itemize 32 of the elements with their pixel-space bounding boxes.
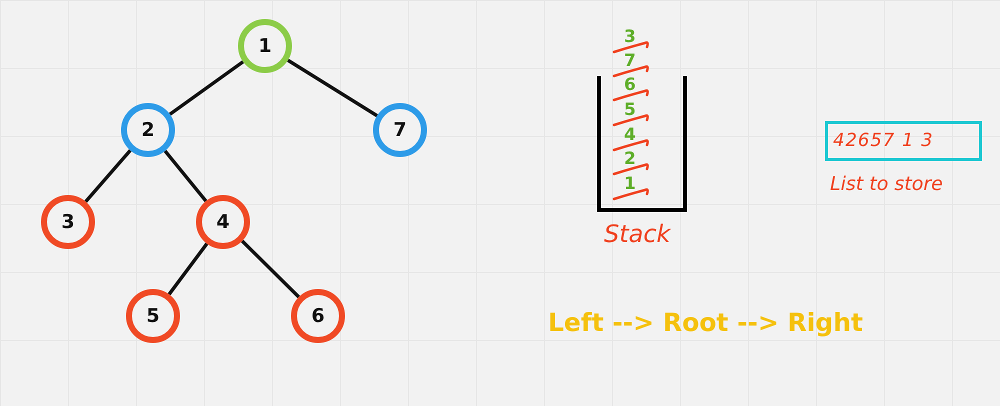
tree-node-circle [41,195,95,249]
node-number: 2 [141,119,155,141]
node-number: 4 [216,211,230,233]
stack-item: 1 [624,174,636,194]
stack-item: 4 [624,125,636,145]
tree-edge [168,242,208,296]
tree-edge [240,240,300,298]
tree-node-circle [238,19,292,73]
tree-node-circle [126,289,180,343]
tree-edge [164,150,208,202]
node-number: 7 [393,119,407,141]
stack-item: 6 [624,75,636,95]
node-number: 5 [146,305,160,327]
tree-edge [287,58,378,118]
tree-node-circle [291,289,345,343]
stack-item: 5 [624,100,636,120]
tree-edge [84,149,132,203]
tree-node-circle [373,103,427,157]
list-box [825,121,982,161]
traversal-order-title: Left --> Root --> Right [548,308,863,337]
node-number: 3 [61,211,75,233]
tree-edge [168,60,244,116]
stack-item: 2 [624,149,636,169]
stack-label: Stack [604,220,670,248]
tree-node-circle [121,103,175,157]
stack-item: 3 [624,27,636,47]
list-caption: List to store [830,173,943,195]
tree-node-circle [196,195,250,249]
list-values: 42657 1 3 [833,130,934,151]
node-number: 6 [311,305,325,327]
stack-item: 7 [624,51,636,71]
node-number: 1 [258,35,272,57]
